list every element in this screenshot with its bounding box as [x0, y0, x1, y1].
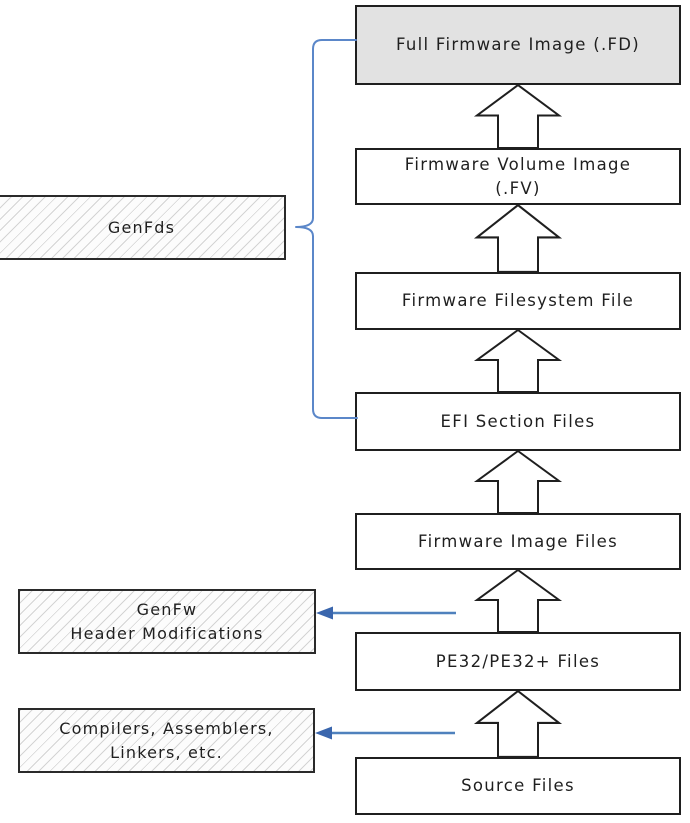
box-label: Full Firmware Image (.FD) [395, 35, 641, 55]
box-label: Compilers, Assemblers, [59, 719, 274, 739]
up-arrow-icon [473, 84, 563, 149]
up-arrow-icon [473, 204, 563, 273]
box-firmware-filesystem-file: Firmware Filesystem File [355, 272, 681, 330]
up-arrow-icon [473, 569, 563, 633]
box-label: Firmware Filesystem File [401, 291, 635, 311]
box-source-files: Source Files [355, 757, 681, 815]
up-arrow-icon [473, 690, 563, 758]
box-label: EFI Section Files [440, 411, 596, 431]
box-firmware-image-files: Firmware Image Files [355, 513, 681, 570]
box-efi-section-files: EFI Section Files [355, 392, 681, 451]
box-label-line2: Linkers, etc. [110, 742, 223, 762]
box-label: Firmware Volume Image [404, 154, 632, 174]
left-arrow-connector-icon [316, 606, 456, 620]
brace-connector-icon [295, 39, 358, 419]
box-label: GenFds [107, 217, 176, 237]
box-label: PE32/PE32+ Files [435, 651, 601, 671]
box-genfw-tool: GenFw Header Modifications [18, 589, 316, 654]
box-genfds-tool: GenFds [0, 195, 286, 260]
left-arrow-connector-icon [315, 726, 455, 740]
box-firmware-volume-image: Firmware Volume Image (.FV) [355, 148, 681, 205]
box-full-firmware-image: Full Firmware Image (.FD) [355, 5, 681, 85]
box-label: Firmware Image Files [418, 531, 618, 551]
up-arrow-icon [473, 450, 563, 514]
up-arrow-icon [473, 329, 563, 393]
box-label: GenFw [136, 600, 198, 620]
box-label: Source Files [461, 776, 575, 796]
box-label-line2: (.FV) [495, 178, 541, 198]
box-label-line2: Header Modifications [70, 623, 264, 643]
box-pe32-files: PE32/PE32+ Files [355, 632, 681, 691]
box-compilers-tool: Compilers, Assemblers, Linkers, etc. [18, 708, 315, 773]
